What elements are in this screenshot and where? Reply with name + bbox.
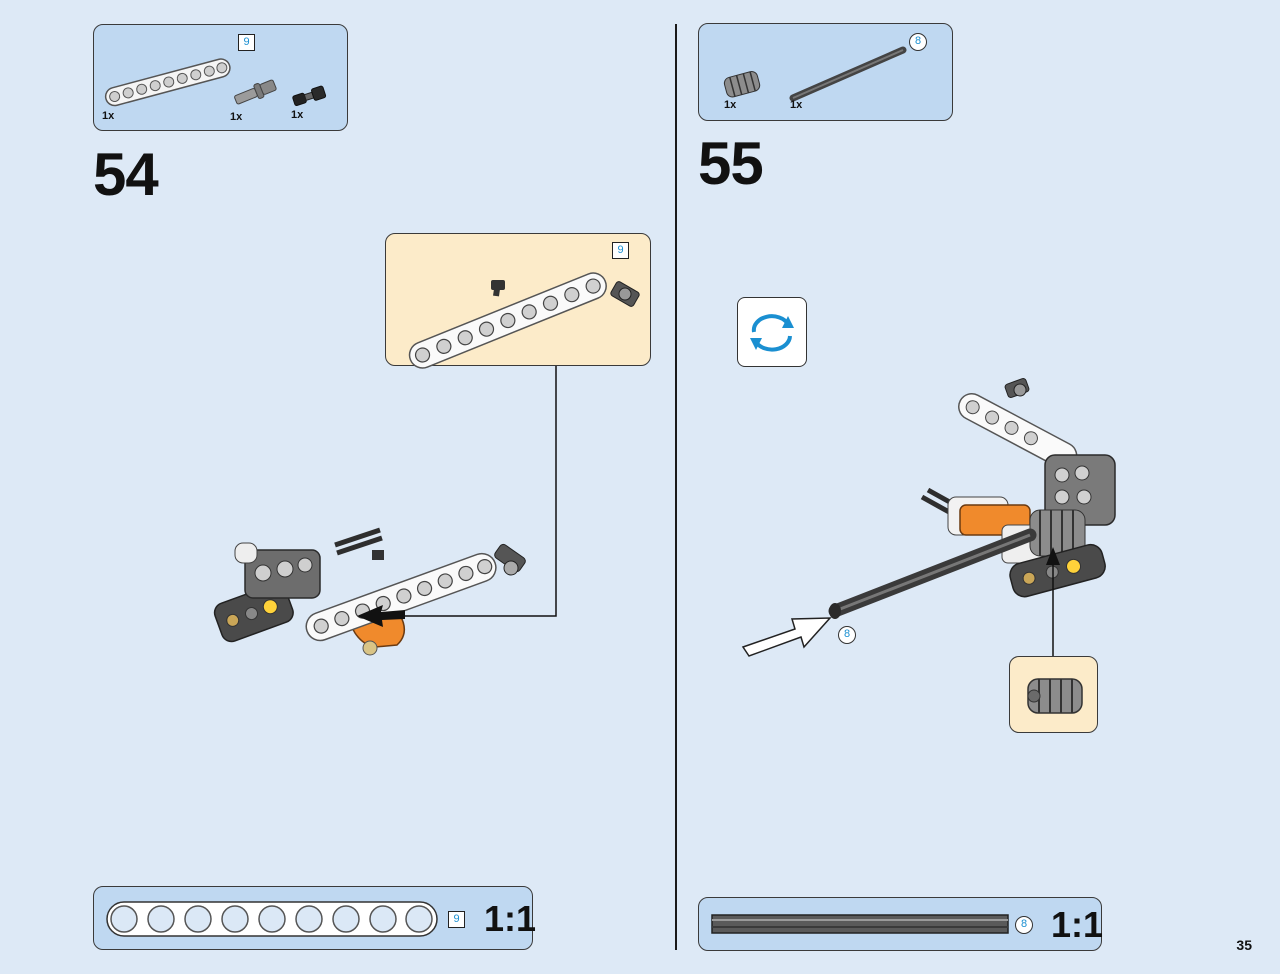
- step55-scale-badge: 8: [1015, 916, 1033, 934]
- axle-pin-qty: 1x: [230, 111, 243, 123]
- step54-subassembly-badge: 9: [612, 242, 629, 259]
- axle-8-qty: 1x: [790, 99, 803, 111]
- step54-model-illustration: [213, 527, 526, 656]
- worm-gear-callout: [1009, 656, 1098, 733]
- step54-scale-label: 1:1: [484, 898, 537, 939]
- step55-parts-list: 8 1x 1x: [698, 23, 953, 121]
- step54-scale-guide: 9 1:1: [93, 886, 537, 950]
- step55-number: 55: [698, 130, 764, 197]
- page-number: 35: [1236, 937, 1252, 953]
- page-divider: [675, 24, 677, 950]
- beam-9-qty: 1x: [102, 110, 115, 122]
- step54-parts-badge: 9: [238, 34, 255, 51]
- step54-scale-badge: 9: [448, 911, 465, 928]
- worm-gear-qty: 1x: [724, 99, 737, 111]
- step55-model-illustration: [741, 378, 1116, 657]
- beam-scale-icon: [106, 901, 438, 937]
- beam-9-icon: [104, 58, 231, 107]
- axle-scale-icon: [711, 914, 1009, 934]
- rotate-model-icon: [737, 297, 807, 367]
- axle-8-icon: [789, 46, 907, 102]
- axle-callout-badge: 8: [838, 626, 856, 644]
- step54-number: 54: [93, 141, 159, 208]
- step55-parts-badge: 8: [909, 33, 927, 51]
- step55-scale-guide: 8 1:1: [698, 897, 1104, 951]
- pin-with-bush-icon: [292, 85, 327, 106]
- step55-scale-label: 1:1: [1051, 904, 1104, 945]
- worm-gear-icon: [723, 71, 761, 98]
- pin-with-bush-qty: 1x: [291, 109, 304, 121]
- axle-pin-icon: [234, 79, 277, 105]
- step54-subassembly-callout: 9: [385, 233, 651, 369]
- step54-parts-list: 9 1x 1x 1x: [93, 24, 348, 131]
- subassembly-beam-icon: [408, 272, 640, 369]
